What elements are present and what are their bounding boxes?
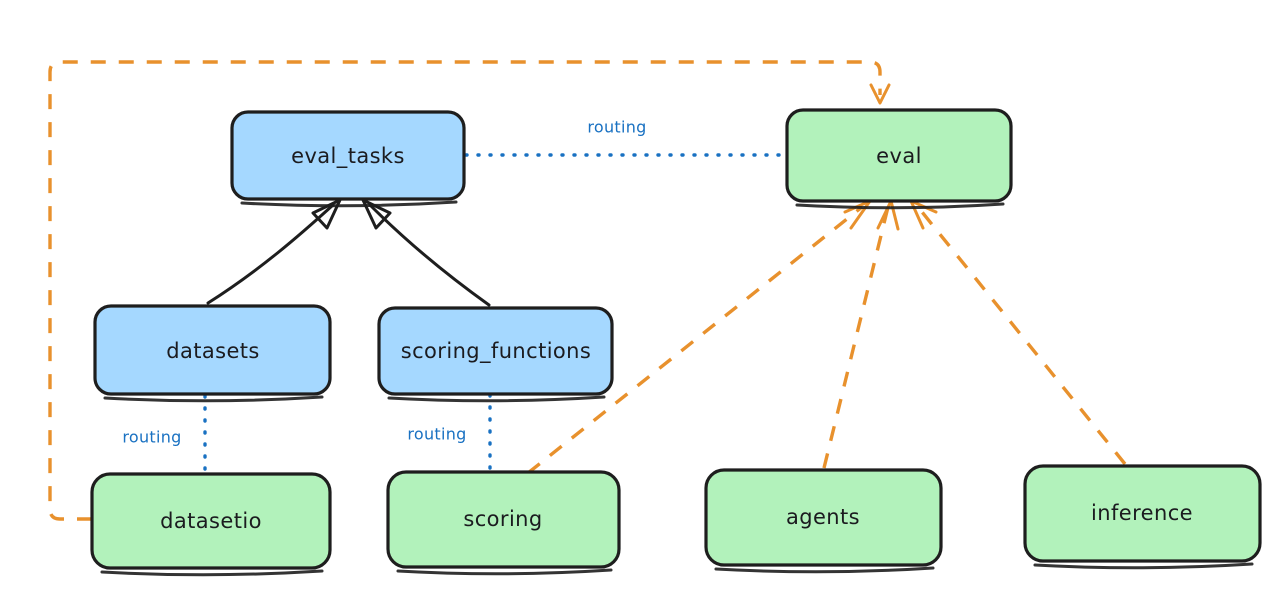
edge-label-routing-scoring: routing bbox=[407, 425, 466, 444]
node-datasetio[interactable]: datasetio bbox=[90, 472, 332, 577]
node-inference[interactable]: inference bbox=[1023, 464, 1262, 570]
node-label-scoring-functions: scoring_functions bbox=[401, 339, 591, 364]
edge-labels: routing routing routing bbox=[122, 118, 646, 447]
routing-edges bbox=[203, 153, 787, 474]
edge-datasets-to-eval-tasks bbox=[206, 198, 342, 305]
edge-label-routing-eval: routing bbox=[587, 118, 646, 137]
edge-agents-to-eval bbox=[822, 199, 900, 469]
node-label-datasets: datasets bbox=[166, 339, 260, 363]
edge-datasetio-to-eval bbox=[48, 60, 891, 521]
nodes: eval_tasks eval datasets scoring_functio… bbox=[90, 108, 1262, 577]
edge-scoring-functions-to-eval-tasks bbox=[361, 198, 491, 307]
node-eval[interactable]: eval bbox=[785, 108, 1013, 210]
node-label-scoring: scoring bbox=[463, 507, 542, 531]
node-eval-tasks[interactable]: eval_tasks bbox=[230, 110, 466, 208]
node-label-datasetio: datasetio bbox=[160, 509, 262, 533]
node-label-eval-tasks: eval_tasks bbox=[291, 144, 405, 169]
node-label-agents: agents bbox=[786, 505, 860, 529]
edge-inference-to-eval bbox=[909, 199, 1127, 466]
edge-label-routing-datasetio: routing bbox=[122, 428, 181, 447]
composition-edges bbox=[206, 198, 491, 307]
node-label-eval: eval bbox=[876, 144, 922, 168]
node-label-inference: inference bbox=[1091, 501, 1193, 525]
node-scoring-functions[interactable]: scoring_functions bbox=[377, 306, 614, 403]
node-scoring[interactable]: scoring bbox=[386, 470, 621, 576]
node-datasets[interactable]: datasets bbox=[93, 304, 332, 403]
node-agents[interactable]: agents bbox=[704, 468, 943, 574]
